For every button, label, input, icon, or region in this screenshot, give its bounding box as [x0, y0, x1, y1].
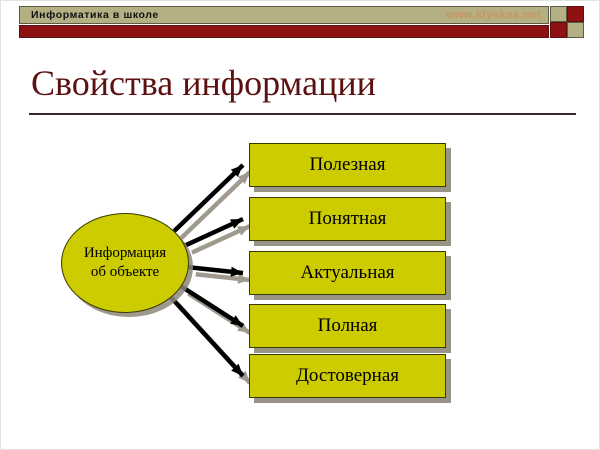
property-box[interactable]: Актуальная	[249, 251, 451, 300]
center-ellipse: Информация об объекте	[61, 213, 189, 313]
property-box-body[interactable]: Полезная	[249, 143, 446, 187]
property-box[interactable]: Полезная	[249, 143, 451, 192]
property-box[interactable]: Понятная	[249, 197, 451, 246]
header-tan-bar	[19, 6, 549, 24]
header-corner-bottom-left-cell	[550, 22, 567, 38]
header-corner-top-left-cell	[550, 6, 567, 22]
center-ellipse-line-1: Информация	[83, 245, 167, 261]
header-corner-top-right-cell	[567, 6, 584, 22]
title-divider	[29, 113, 576, 115]
property-box-label: Актуальная	[300, 262, 395, 283]
property-box-label: Достоверная	[295, 365, 400, 386]
property-box-label: Полная	[317, 315, 378, 336]
header-red-bar	[19, 25, 549, 38]
property-box-body[interactable]: Достоверная	[249, 354, 446, 398]
property-box-label: Понятная	[308, 208, 387, 229]
property-box-body[interactable]: Понятная	[249, 197, 446, 241]
center-ellipse-line-2: об объекте	[90, 264, 160, 280]
watermark-text: www.klyaksa.net	[445, 9, 541, 21]
property-box-body[interactable]: Актуальная	[249, 251, 446, 295]
header-title: Информатика в школе	[31, 9, 159, 21]
property-box[interactable]: Достоверная	[249, 354, 451, 403]
header-banner: Информатика в школе www.klyaksa.net	[19, 6, 584, 38]
property-box-body[interactable]: Полная	[249, 304, 446, 348]
page-title: Свойства информации	[31, 63, 376, 103]
header-corner-bottom-right-cell	[567, 22, 584, 38]
arrow-stroke-group	[169, 163, 245, 378]
property-box[interactable]: Полная	[249, 304, 451, 353]
property-box-label: Полезная	[309, 154, 386, 175]
